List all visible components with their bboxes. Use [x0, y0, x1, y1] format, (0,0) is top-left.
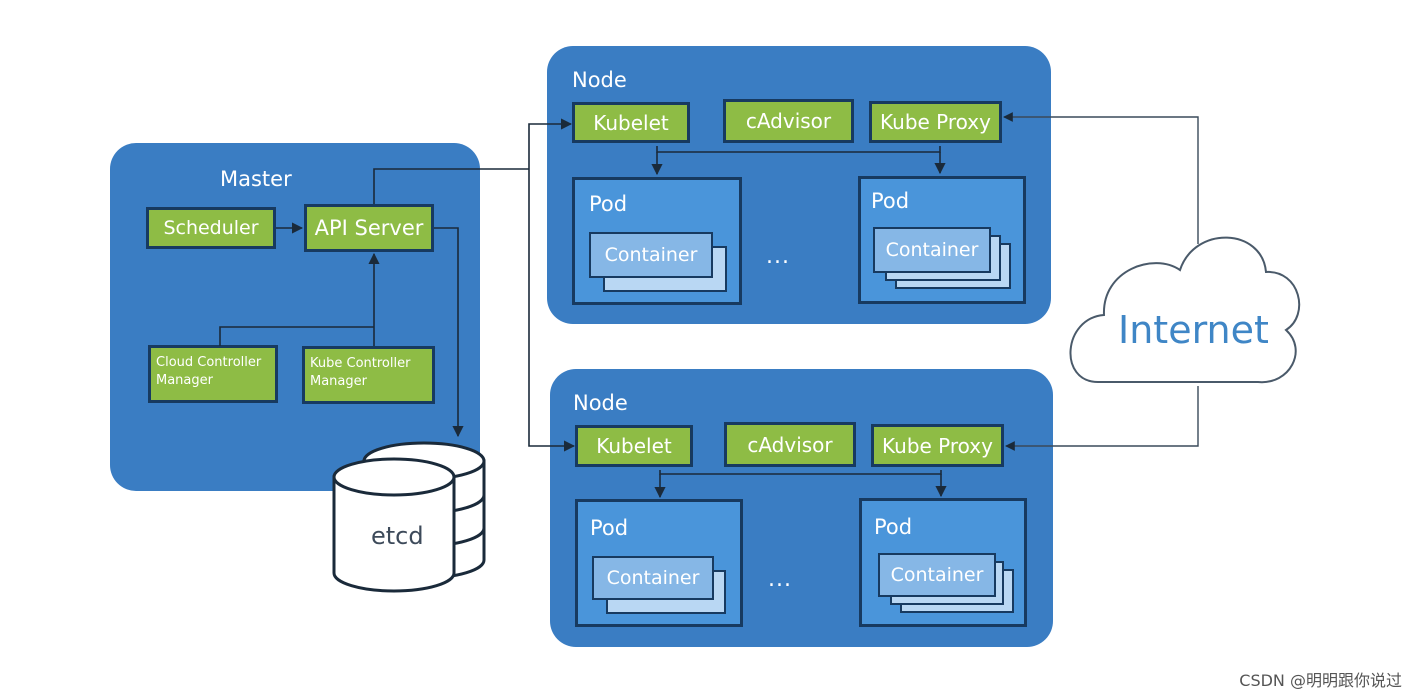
node-panel-1: Node Kubelet cAdvisor Kube Proxy Pod Con… [547, 46, 1051, 324]
pod-box-1b: Pod Container [858, 176, 1026, 304]
container-card-2a: Container [592, 556, 714, 600]
watermark: CSDN @明明跟你说过 [1239, 671, 1402, 690]
master-panel: Master Scheduler API Server Cloud Contro… [110, 143, 480, 491]
node2-bus-line [659, 470, 942, 475]
controllers-to-api-line [219, 326, 374, 346]
api-to-etcd-arrow [434, 227, 464, 438]
pod-label-1a: Pod [589, 192, 628, 216]
node-title-1: Node [572, 68, 627, 92]
node1-bus-line [656, 146, 941, 153]
kubelet-box-2: Kubelet [575, 425, 693, 467]
internet-to-proxy-2-arrow [1005, 386, 1199, 451]
cloud-controller-manager-box: Cloud Controller Manager [148, 345, 278, 403]
etcd-label: etcd [371, 522, 424, 550]
api-server-box: API Server [304, 204, 434, 252]
scheduler-box: Scheduler [146, 207, 276, 249]
ellipsis-2: ... [768, 567, 792, 592]
pod-box-2a: Pod Container [575, 499, 743, 627]
pod-label-2a: Pod [590, 516, 629, 540]
node-title-2: Node [573, 391, 628, 415]
pod-box-1a: Pod Container [572, 177, 742, 305]
kube-controller-manager-box: Kube Controller Manager [302, 346, 435, 404]
master-title: Master [220, 167, 292, 191]
ellipsis-1: ... [766, 244, 790, 269]
container-card-2b: Container [878, 553, 996, 597]
to-kubelet-2-arrow [528, 169, 576, 452]
kubelet-box-1: Kubelet [572, 102, 690, 143]
node-panel-2: Node Kubelet cAdvisor Kube Proxy Pod Con… [550, 369, 1053, 647]
container-card-1a: Container [589, 232, 713, 278]
pod-label-2b: Pod [874, 515, 913, 539]
api-to-node-line [373, 168, 529, 204]
internet-cloud-icon [1069, 236, 1301, 384]
kube-proxy-box-1: Kube Proxy [869, 101, 1002, 143]
cadvisor-box-1: cAdvisor [723, 99, 854, 143]
pod-box-2b: Pod Container [859, 498, 1027, 627]
etcd-database-icon [332, 441, 486, 593]
pod-label-1b: Pod [871, 189, 910, 213]
container-card-1b: Container [873, 227, 991, 273]
to-kubelet-1-arrow [528, 118, 573, 169]
internet-to-proxy-1-arrow [1003, 112, 1199, 244]
internet-label: Internet [1118, 308, 1269, 352]
cadvisor-box-2: cAdvisor [724, 422, 856, 467]
kube-proxy-box-2: Kube Proxy [871, 424, 1004, 467]
